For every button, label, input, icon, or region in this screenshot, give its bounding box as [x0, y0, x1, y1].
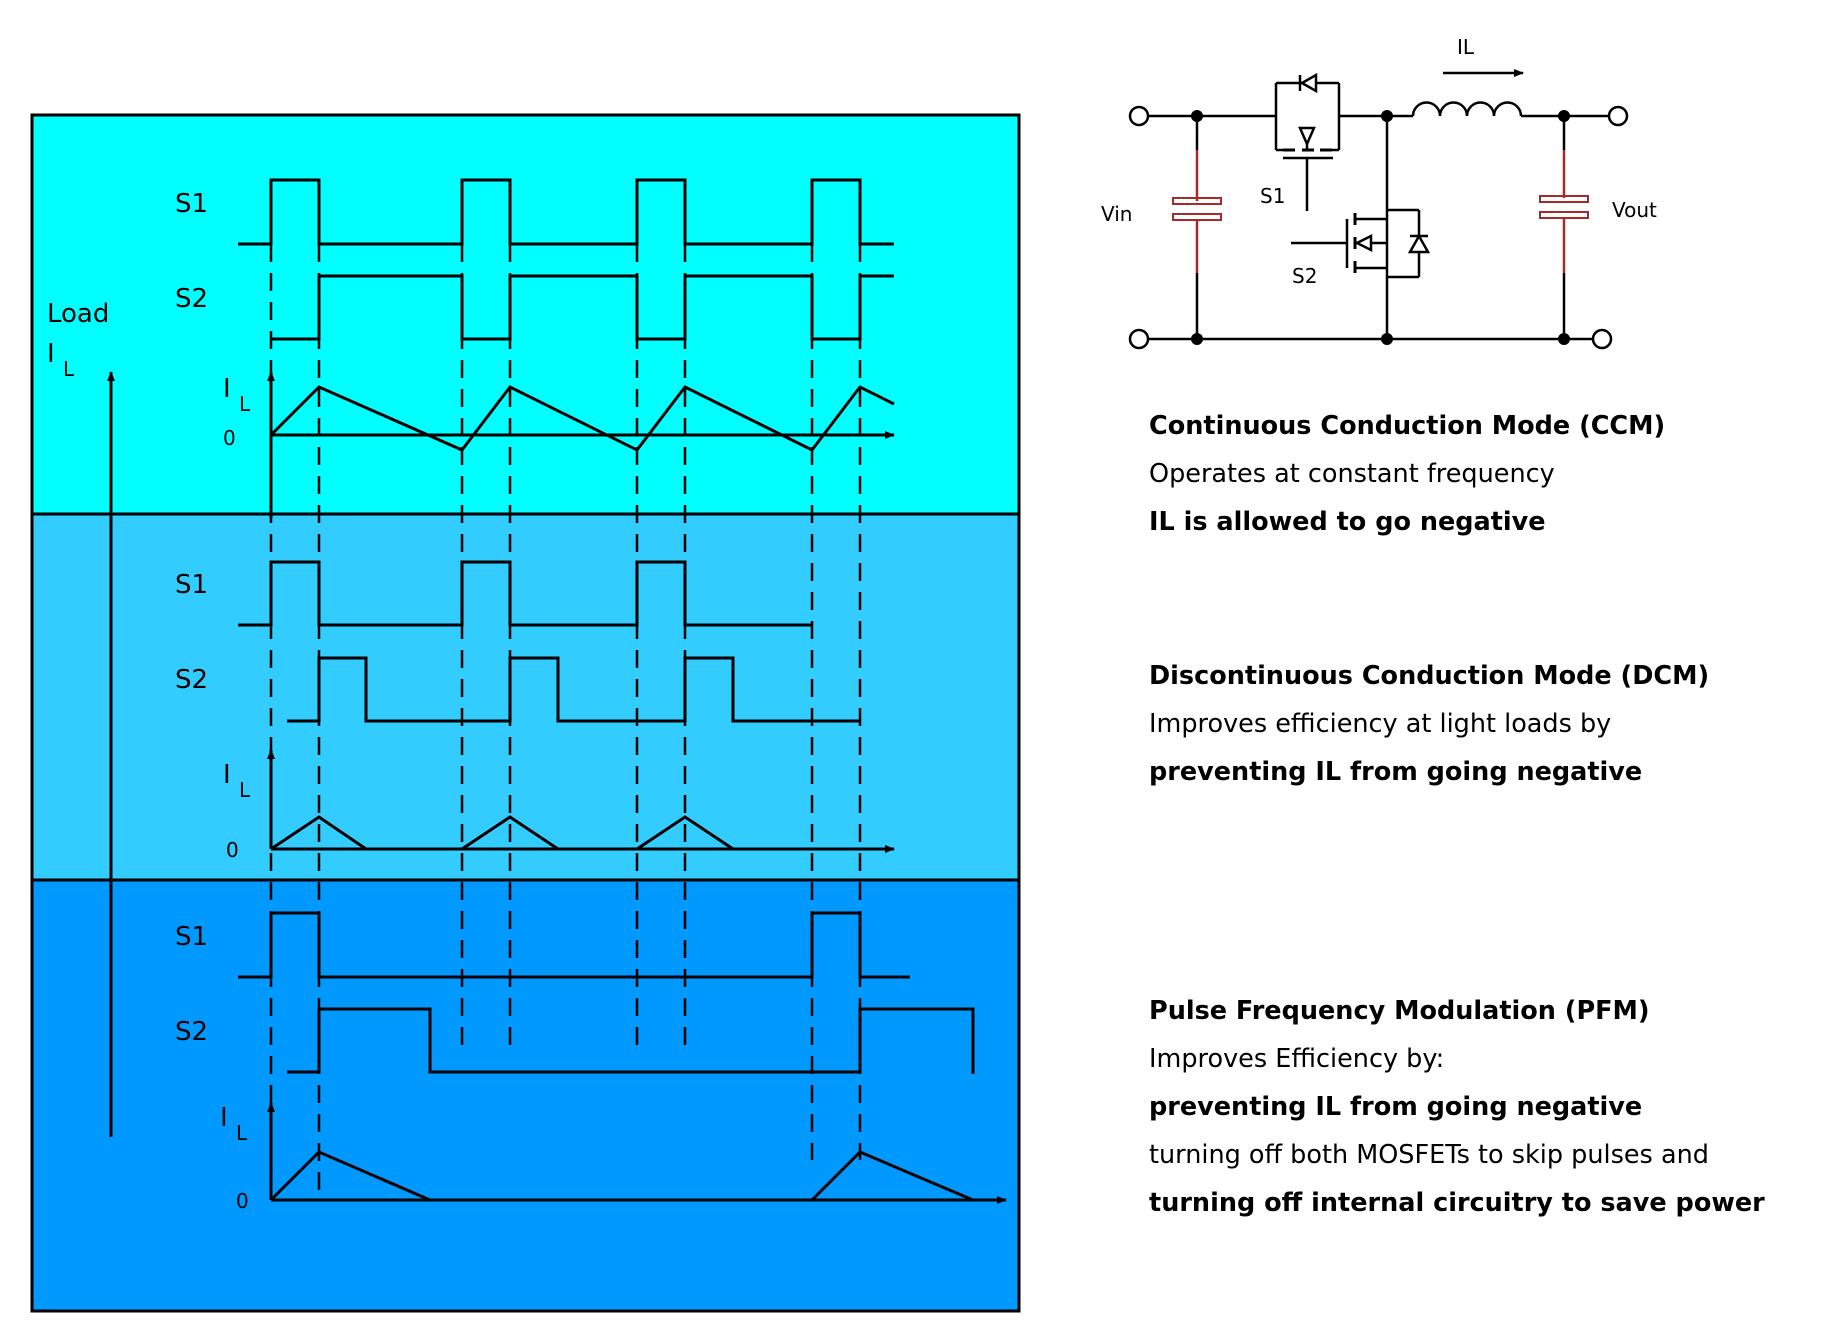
dcm-title: Discontinuous Conduction Mode (DCM) — [1149, 661, 1710, 691]
load-axis-label-i: I — [47, 339, 55, 369]
pfm-zero-label: 0 — [236, 1189, 249, 1213]
load-axis-label-sub: L — [63, 357, 75, 381]
s1-mosfet — [1274, 72, 1341, 211]
pfm-s2-wave — [287, 1007, 975, 1074]
ccm-waveforms — [238, 178, 895, 518]
dcm-waveforms — [238, 560, 895, 853]
ccm-il-label-sub: L — [239, 392, 251, 416]
dcm-il-wave — [270, 815, 734, 851]
ccm-s2-label: S2 — [175, 284, 208, 314]
timing-guides — [269, 244, 862, 1190]
pfm-panel — [30, 878, 1021, 1313]
vin-minus-terminal — [1128, 328, 1150, 350]
input-capacitor — [1172, 116, 1222, 339]
dcm-zero-label: 0 — [226, 838, 239, 862]
dcm-il-label-sub: L — [239, 778, 251, 802]
pfm-il-wave — [269, 1150, 974, 1202]
ccm-il-label-i: I — [223, 374, 231, 404]
circuit-s2-label: S2 — [1292, 264, 1317, 288]
ccm-line-1: Operates at constant frequency — [1149, 459, 1555, 489]
buck-circuit — [1128, 69, 1629, 350]
dcm-panel — [30, 512, 1021, 882]
pfm-title: Pulse Frequency Modulation (PFM) — [1149, 996, 1650, 1026]
dcm-description: Discontinuous Conduction Mode (DCM) Impr… — [1149, 652, 1809, 796]
dcm-s1-label: S1 — [175, 570, 208, 600]
load-label: Load — [47, 299, 109, 329]
s2-mosfet — [1291, 208, 1431, 279]
pfm-il-label-sub: L — [236, 1121, 248, 1145]
dcm-il-label-i: I — [223, 760, 231, 790]
pfm-waveforms — [238, 911, 1007, 1204]
pfm-il-label-i: I — [220, 1103, 228, 1133]
vout-plus-terminal — [1607, 105, 1629, 127]
ccm-line-2: IL is allowed to go negative — [1149, 507, 1546, 537]
circuit-il-label: IL — [1457, 35, 1475, 59]
pfm-line-4: turning off internal circuitry to save p… — [1149, 1188, 1765, 1218]
ccm-description: Continuous Conduction Mode (CCM) Operate… — [1149, 402, 1809, 546]
dcm-s2-wave — [287, 656, 860, 723]
pfm-description: Pulse Frequency Modulation (PFM) Improve… — [1149, 987, 1809, 1227]
ccm-s2-wave — [271, 274, 894, 341]
pfm-line-2: preventing IL from going negative — [1149, 1092, 1643, 1122]
ccm-zero-label: 0 — [223, 426, 236, 450]
pfm-s1-label: S1 — [175, 922, 208, 952]
circuit-vin-label: Vin — [1101, 202, 1132, 226]
dcm-line-2: preventing IL from going negative — [1149, 757, 1643, 787]
ccm-title: Continuous Conduction Mode (CCM) — [1149, 411, 1666, 441]
dcm-s1-wave — [238, 560, 812, 627]
pfm-s2-label: S2 — [175, 1017, 208, 1047]
circuit-vout-label: Vout — [1612, 198, 1657, 222]
pfm-line-1: Improves Efficiency by: — [1149, 1044, 1445, 1074]
pfm-s1-wave — [238, 911, 910, 979]
vin-plus-terminal — [1128, 105, 1150, 127]
dcm-line-1: Improves efficiency at light loads by — [1149, 709, 1612, 739]
ccm-s1-label: S1 — [175, 189, 208, 219]
pfm-line-3: turning off both MOSFETs to skip pulses … — [1149, 1140, 1709, 1170]
dcm-s2-label: S2 — [175, 665, 208, 695]
ccm-s1-wave — [238, 178, 894, 246]
inductor — [1411, 101, 1523, 117]
ccm-il-wave — [269, 385, 895, 452]
vout-minus-terminal — [1591, 328, 1613, 350]
junction-dots — [1191, 110, 1570, 345]
output-capacitor — [1539, 116, 1589, 339]
ccm-panel — [30, 113, 1021, 516]
circuit-s1-label: S1 — [1260, 184, 1285, 208]
